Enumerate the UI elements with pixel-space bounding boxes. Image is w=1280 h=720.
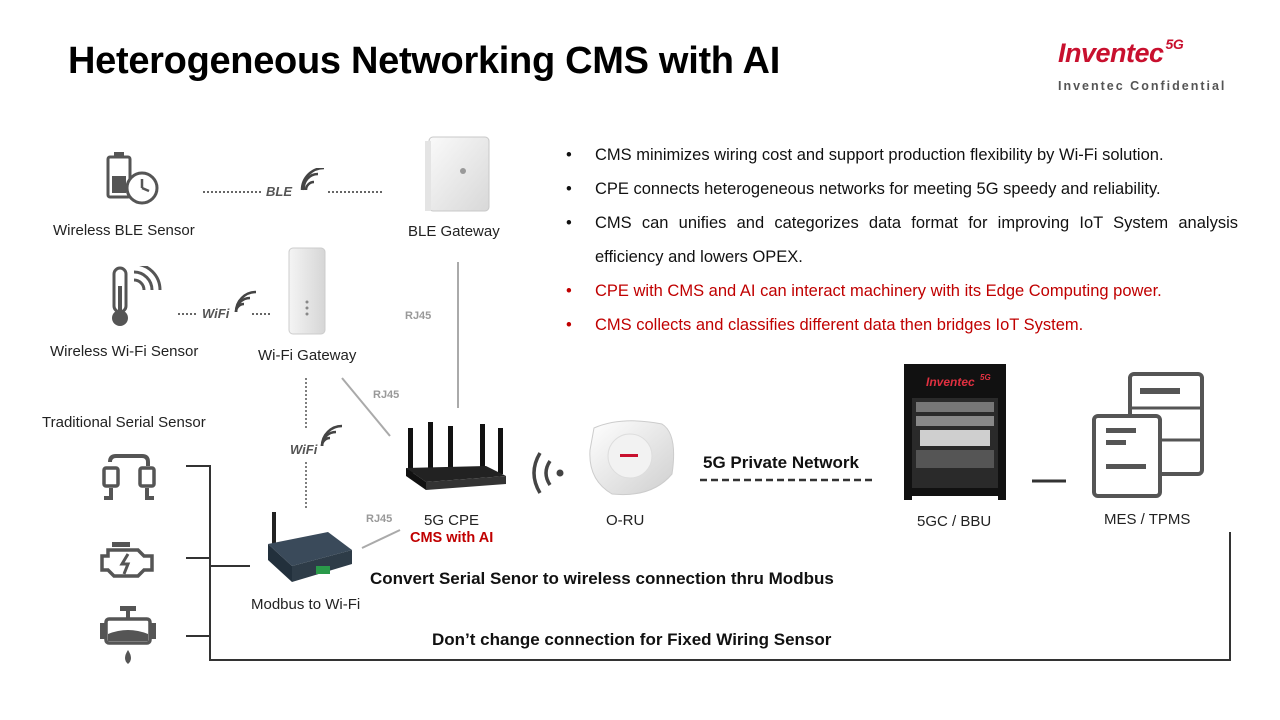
wifi-link-label-top: WiFi: [202, 306, 230, 321]
confidential-label: Inventec Confidential: [1058, 79, 1227, 93]
bullet-item-highlight: CMS collects and classifies different da…: [566, 308, 1238, 342]
rj45-label-ble: RJ45: [405, 310, 432, 322]
rj45-label-wifi: RJ45: [373, 389, 400, 401]
wifi-sensor-label: Wireless Wi-Fi Sensor: [50, 343, 199, 360]
oru-device-icon: [589, 420, 675, 496]
cpe-router-device-icon: [406, 422, 506, 490]
ble-gateway-label: BLE Gateway: [408, 223, 500, 240]
page-title: Heterogeneous Networking CMS with AI: [68, 40, 780, 82]
wifi-gateway-label: Wi-Fi Gateway: [258, 347, 357, 364]
brand-badge: 5G: [1165, 36, 1184, 52]
wifi-link-label-mid: WiFi: [290, 442, 318, 457]
rj45-line-wifi: [341, 377, 391, 437]
fixed-wiring-caption: Don’t change connection for Fixed Wiring…: [432, 630, 832, 649]
pipe-sensor-icon: [102, 454, 156, 500]
valve-drop-icon: [100, 606, 156, 664]
bullet-item: CMS can unifies and categorizes data for…: [566, 206, 1238, 274]
wifi-wave-icon: [234, 290, 257, 313]
signal-wave-icon: [532, 452, 564, 494]
bbu-label: 5GC / BBU: [917, 513, 992, 530]
rj45-line-modbus: [361, 529, 401, 549]
brand-name: Inventec: [1058, 38, 1164, 68]
rack-brand-text: Inventec: [926, 375, 975, 389]
cpe-label: 5G CPE: [424, 512, 480, 529]
modbus-device-icon: [268, 512, 352, 582]
bullet-list: CMS minimizes wiring cost and support pr…: [566, 138, 1238, 342]
ble-wave-icon: [300, 168, 325, 191]
serial-sensor-label: Traditional Serial Sensor: [42, 414, 206, 431]
rj45-label-modbus: RJ45: [366, 513, 393, 525]
rack-badge-text: 5G: [980, 373, 991, 382]
ble-sensor-label: Wireless BLE Sensor: [53, 222, 195, 239]
convert-caption: Convert Serial Senor to wireless connect…: [370, 569, 834, 588]
bullet-item: CPE connects heterogeneous networks for …: [566, 172, 1238, 206]
modbus-label: Modbus to Wi-Fi: [251, 596, 361, 613]
private-network-label: 5G Private Network: [703, 453, 859, 472]
oru-label: O-RU: [606, 512, 645, 529]
engine-icon: [100, 542, 154, 578]
wifi-wave-icon: [320, 424, 343, 447]
cpe-sublabel: CMS with AI: [410, 530, 494, 546]
bbu-rack-device-icon: [904, 364, 1006, 500]
thermometer-icon: [112, 266, 162, 326]
bullet-item: CMS minimizes wiring cost and support pr…: [566, 138, 1238, 172]
ble-link-label: BLE: [266, 184, 292, 199]
bullet-item-highlight: CPE with CMS and AI can interact machine…: [566, 274, 1238, 308]
ble-gateway-device-icon: [425, 136, 490, 212]
fixed-wiring-line: [186, 465, 1231, 661]
battery-clock-icon: [106, 152, 159, 205]
wifi-gateway-device-icon: [288, 247, 326, 335]
server-stack-icon: [1092, 372, 1204, 498]
mes-label: MES / TPMS: [1104, 511, 1191, 528]
